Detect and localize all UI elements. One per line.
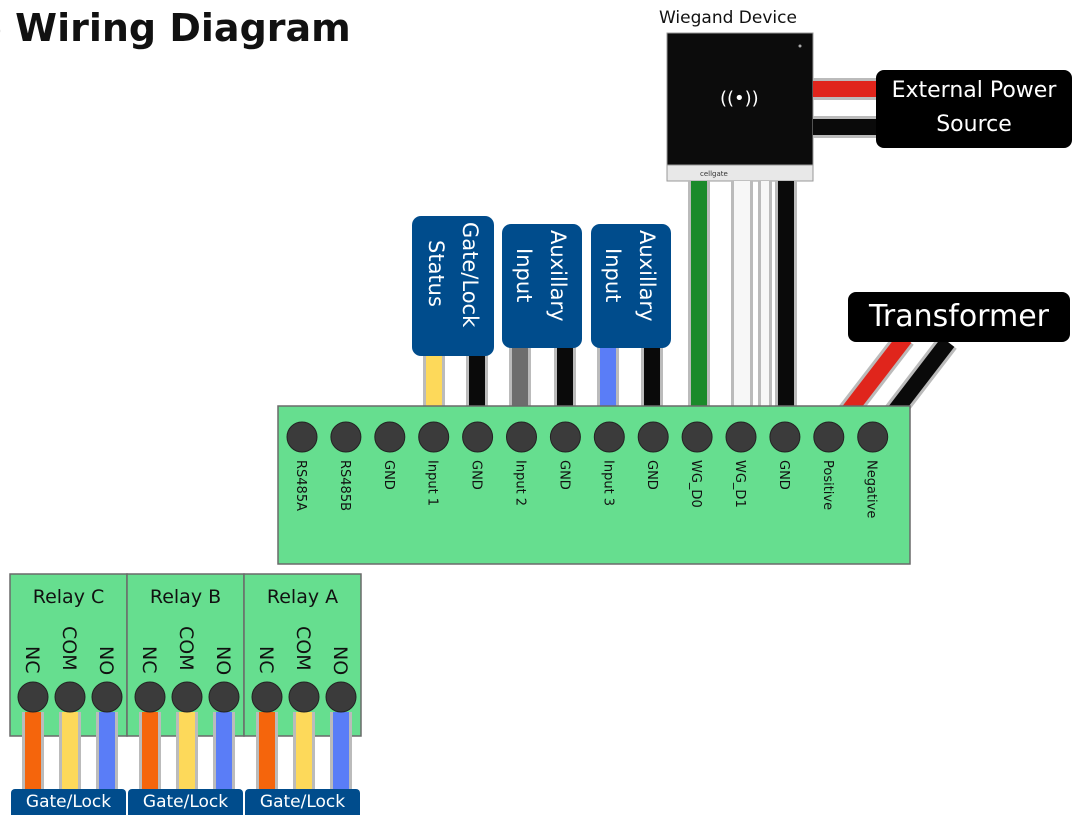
relay-wire — [216, 712, 232, 792]
reader-brand: cellgate — [700, 170, 728, 178]
external-power-line2: Source — [936, 112, 1012, 137]
relay-pin-label: NC — [21, 646, 43, 674]
relay-screw — [325, 681, 357, 713]
relay-screw — [91, 681, 123, 713]
relay-wire — [99, 712, 115, 792]
relay-wire — [296, 712, 312, 792]
terminal-pin-label: GND — [775, 460, 791, 490]
relay-wire — [333, 712, 349, 792]
relay-boards — [9, 573, 362, 792]
terminal-pin-label: WG_D1 — [732, 460, 747, 508]
terminal-pin-label: Input 2 — [512, 460, 528, 507]
relay-pin-label: NO — [329, 646, 351, 676]
rfid-icon: ((•)) — [720, 88, 759, 109]
terminal-pin-label: Negative — [863, 460, 879, 519]
relay-pin-label: NO — [95, 646, 117, 676]
wiegand-device-label: Wiegand Device — [659, 8, 797, 28]
input-tag-1-line1: Gate/Lock — [458, 222, 482, 328]
terminal-screw — [462, 421, 494, 453]
relay-pin-label: NC — [138, 646, 160, 674]
terminal-pin-label: RS485A — [293, 460, 308, 511]
relay-gate-lock-tag: Gate/Lock — [11, 789, 126, 815]
reader-wires — [688, 181, 797, 421]
relay-wire — [179, 712, 195, 792]
terminal-pin-label: GND — [380, 460, 396, 490]
relay-wire — [62, 712, 78, 792]
input-tag-2-line1: Auxillary — [546, 230, 570, 322]
relay-gate-lock-tag: Gate/Lock — [245, 789, 360, 815]
relay-title: Relay C — [32, 586, 105, 608]
terminal-pin-label: RS485B — [336, 460, 352, 512]
input-tag-1-line2: Status — [424, 240, 448, 307]
relay-screw — [134, 681, 166, 713]
relay-wire — [25, 712, 41, 792]
relay-pin-label: COM — [175, 626, 197, 671]
terminal-pin-label: GND — [556, 460, 572, 490]
terminal-screw — [637, 421, 669, 453]
input-tag-3-line2: Input — [601, 248, 625, 303]
terminal-screw — [418, 421, 450, 453]
wiegand-reader — [666, 32, 814, 182]
terminal-screw — [725, 421, 757, 453]
relay-title: Relay B — [149, 586, 222, 608]
terminal-screw — [769, 421, 801, 453]
terminal-screw — [813, 421, 845, 453]
transformer-label: Transformer — [848, 292, 1070, 342]
terminal-pin-label: GND — [644, 460, 660, 490]
relay-gate-lock-tag: Gate/Lock — [128, 789, 243, 815]
terminal-screw — [374, 421, 406, 453]
terminal-screw — [286, 421, 318, 453]
relay-screw — [171, 681, 203, 713]
terminal-pin-label: WG_D0 — [688, 460, 704, 508]
relay-pin-label: COM — [292, 626, 314, 671]
terminal-pin-label: Input 1 — [424, 460, 440, 507]
relay-wire — [259, 712, 275, 792]
terminal-screw — [857, 421, 889, 453]
input-tag-gate-lock-status: Gate/Lock Status — [412, 216, 494, 356]
terminal-dots — [286, 421, 889, 453]
relay-screw — [17, 681, 49, 713]
relay-screw — [288, 681, 320, 713]
relay-pin-label: NO — [212, 646, 234, 676]
input-tag-auxillary-input-3: Auxillary Input — [591, 224, 671, 348]
terminal-pin-label: GND — [468, 460, 484, 490]
input-tag-2-line2: Input — [512, 248, 536, 303]
relay-pin-label: COM — [58, 626, 80, 671]
terminal-pin-label: Input 3 — [600, 460, 616, 507]
terminal-screw — [681, 421, 713, 453]
terminal-pin-label: Positive — [819, 460, 835, 511]
input-tag-auxillary-input-2: Auxillary Input — [502, 224, 582, 348]
external-power-wires — [813, 78, 883, 138]
terminal-screw — [330, 421, 362, 453]
external-power-label: External Power Source — [876, 70, 1072, 148]
relay-screw — [54, 681, 86, 713]
relay-title: Relay A — [266, 586, 339, 608]
input-tag-3-line1: Auxillary — [635, 230, 659, 322]
relay-screw — [208, 681, 240, 713]
relay-wire — [142, 712, 158, 792]
terminal-screw — [593, 421, 625, 453]
page-title: te Wiring Diagram — [0, 6, 351, 50]
relay-screw — [251, 681, 283, 713]
terminal-screw — [549, 421, 581, 453]
external-power-line1: External Power — [891, 78, 1057, 103]
relay-pin-label: NC — [255, 646, 277, 674]
input-wires — [423, 320, 663, 421]
terminal-screw — [506, 421, 537, 453]
